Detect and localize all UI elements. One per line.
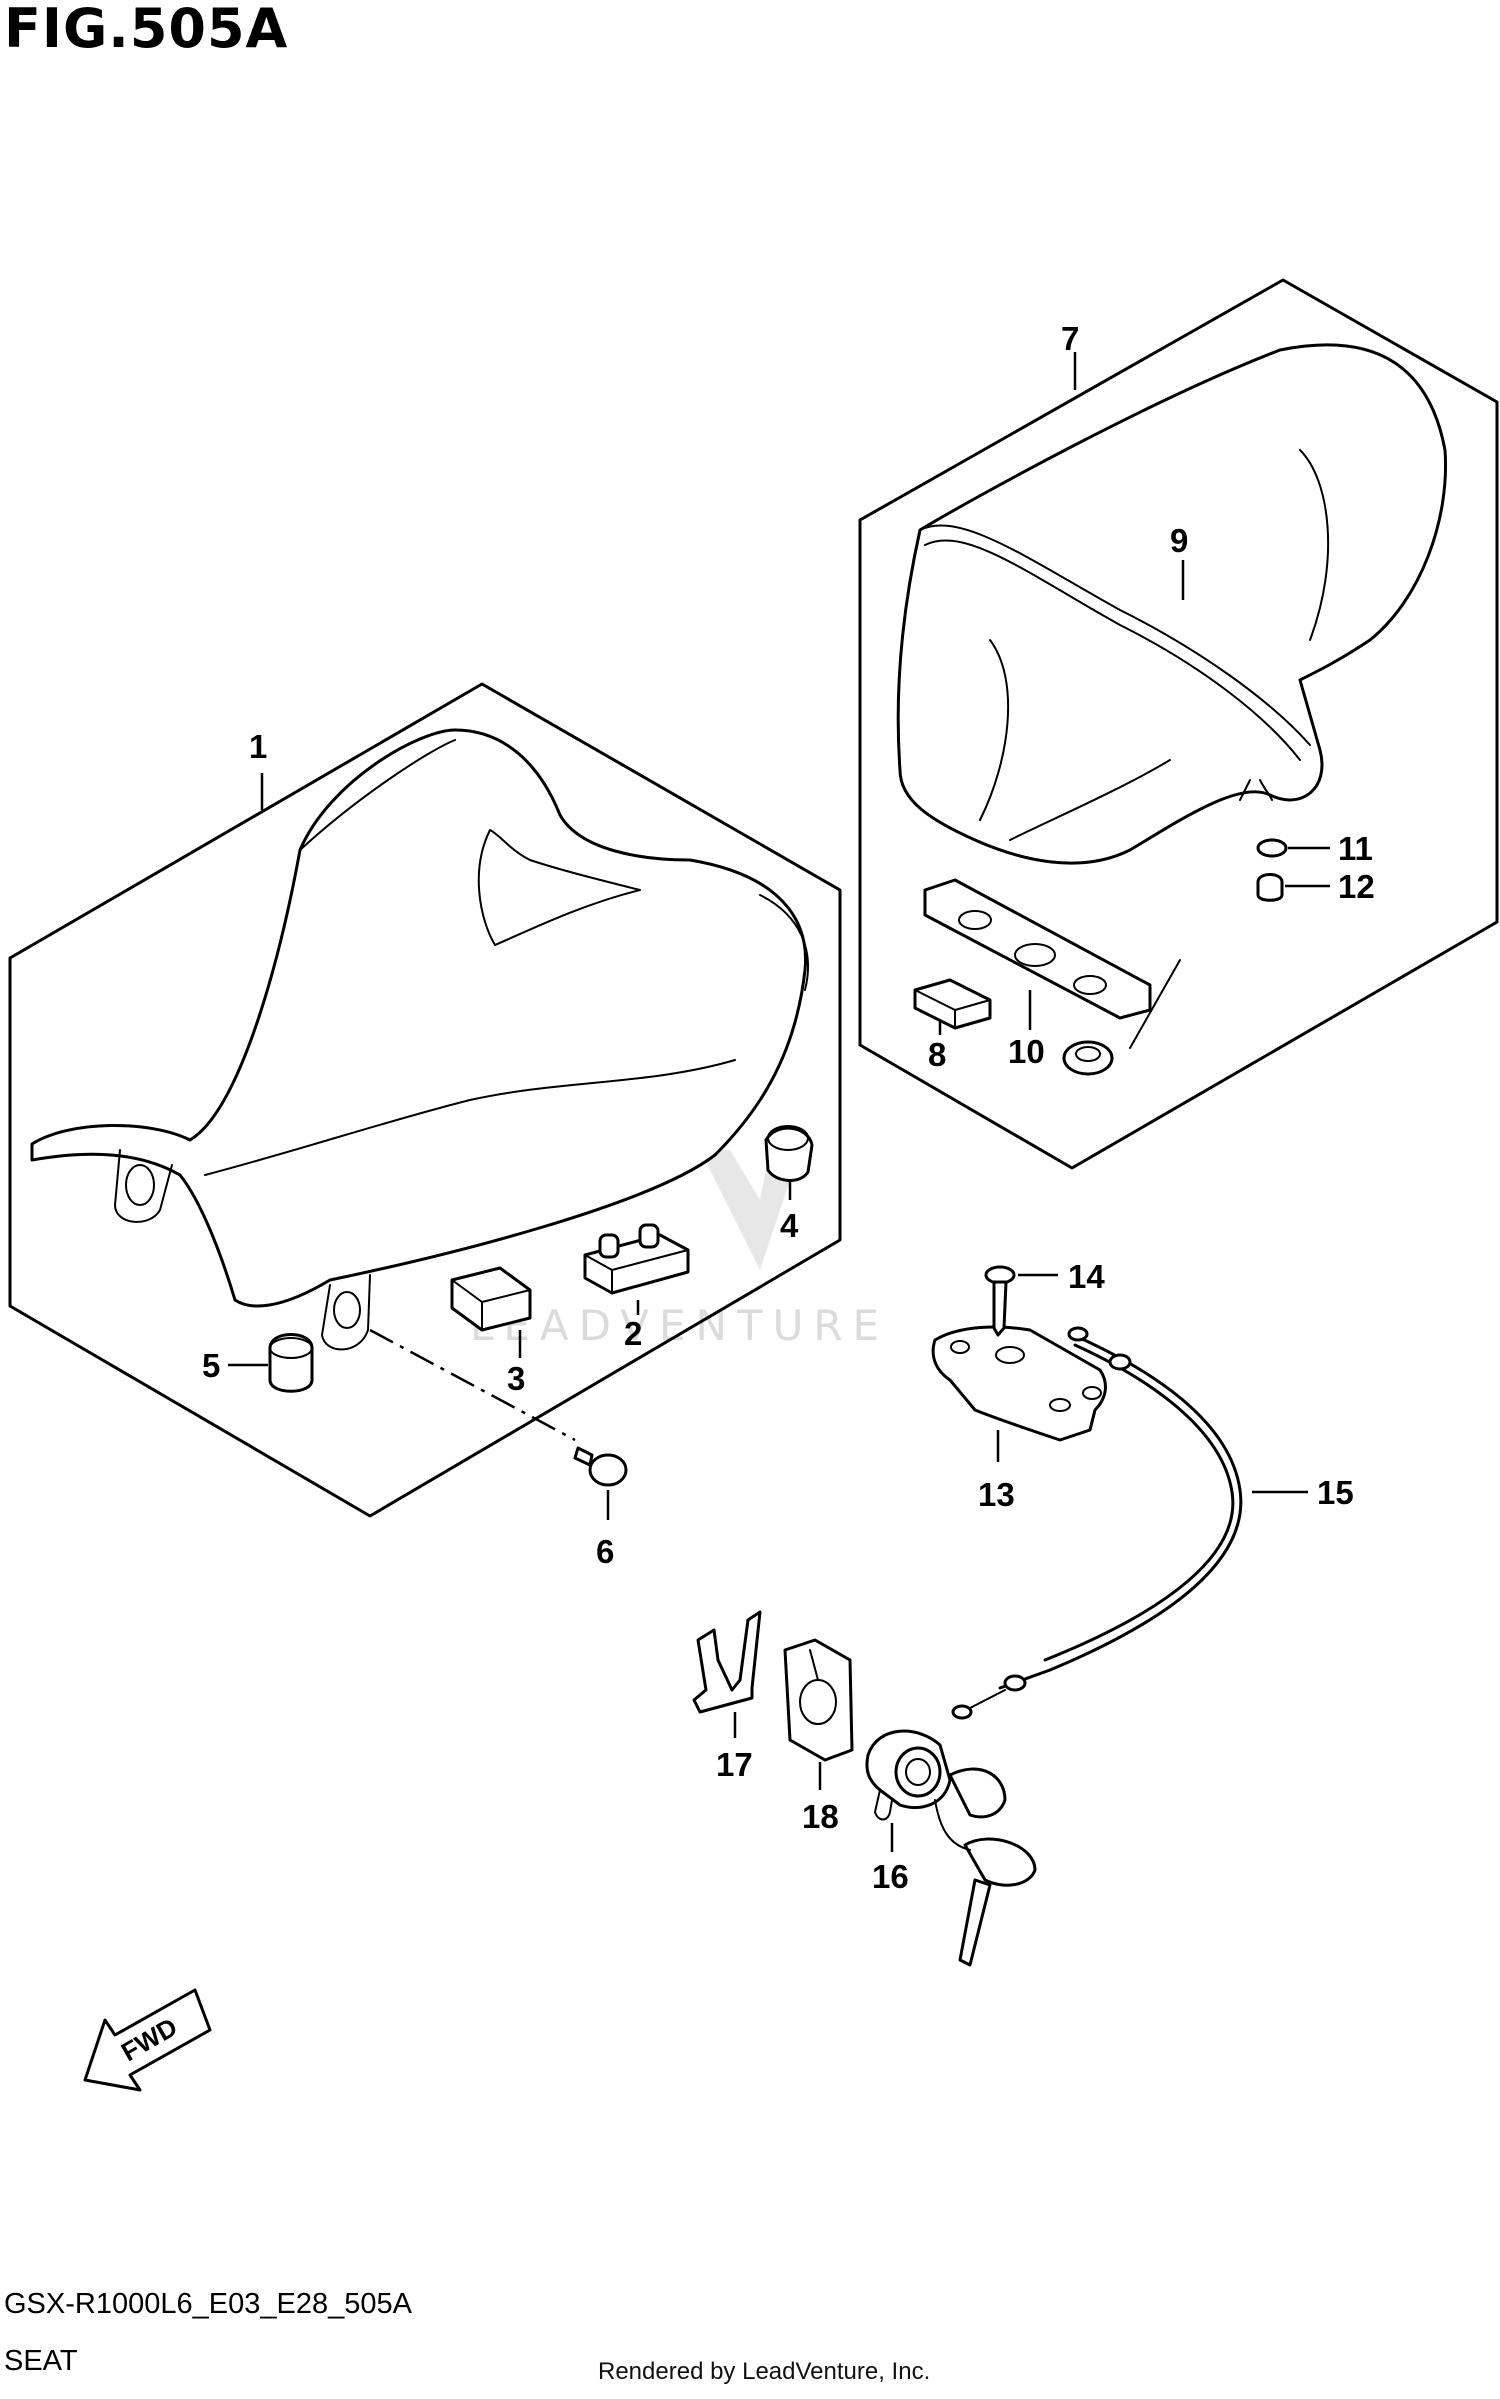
washer-part-11[interactable] — [1256, 838, 1288, 858]
callout-18: 18 — [802, 1798, 839, 1835]
cable-part-15[interactable] — [951, 1326, 1243, 1720]
render-credit: Rendered by LeadVenture, Inc. — [598, 2358, 931, 2385]
nut-part-12[interactable] — [1256, 873, 1284, 902]
cushion-part-5[interactable] — [268, 1333, 314, 1393]
cushion-part-4[interactable] — [764, 1125, 814, 1182]
callout-12: 12 — [1338, 868, 1375, 905]
front-seat-group-frame — [8, 682, 842, 1518]
bolt-6-dashline — [369, 1328, 576, 1442]
callout-15: 15 — [1317, 1474, 1354, 1511]
lock-bracket-part-13[interactable] — [931, 1325, 1107, 1442]
callout-4: 4 — [780, 1207, 799, 1244]
callout-16: 16 — [872, 1858, 909, 1895]
cushion-part-2[interactable] — [583, 1223, 690, 1295]
callout-14: 14 — [1068, 1258, 1105, 1295]
callout-10: 10 — [1008, 1033, 1045, 1070]
fwd-arrow-icon: FWD — [83, 1988, 212, 2092]
watermark-text: LEADVENTURE — [470, 1301, 889, 1350]
screw-part-14[interactable] — [984, 1265, 1016, 1337]
rear-seat-group-frame — [858, 278, 1499, 1170]
rear-seat-cowl-part[interactable] — [896, 343, 1448, 865]
clip-part-17[interactable] — [692, 1610, 762, 1714]
front-seat-part[interactable] — [30, 728, 809, 1351]
callout-1: 1 — [249, 728, 267, 765]
bracket-part-10[interactable] — [923, 878, 1181, 1076]
seat-lock-part-16[interactable] — [865, 1729, 1037, 1967]
callout-2: 2 — [624, 1315, 642, 1352]
figure-title: FIG.505A — [4, 0, 289, 60]
callout-6: 6 — [596, 1533, 614, 1570]
callout-13: 13 — [978, 1476, 1015, 1513]
callout-11: 11 — [1338, 830, 1373, 867]
pad-part-8[interactable] — [913, 978, 992, 1030]
bolt-part-6[interactable] — [573, 1446, 628, 1487]
callout-9: 9 — [1170, 522, 1188, 559]
callout-3: 3 — [507, 1360, 525, 1397]
callout-5: 5 — [202, 1347, 220, 1384]
callout-17: 17 — [716, 1746, 753, 1783]
figure-name: SEAT — [4, 2345, 78, 2377]
pad-part-3[interactable] — [450, 1266, 532, 1332]
callout-8: 8 — [928, 1036, 946, 1073]
plate-part-18[interactable] — [783, 1638, 854, 1762]
leadventure-watermark: LEADVENTURE — [470, 1150, 889, 1350]
figure-code: GSX-R1000L6_E03_E28_505A — [4, 2288, 412, 2320]
callout-7: 7 — [1061, 320, 1079, 357]
